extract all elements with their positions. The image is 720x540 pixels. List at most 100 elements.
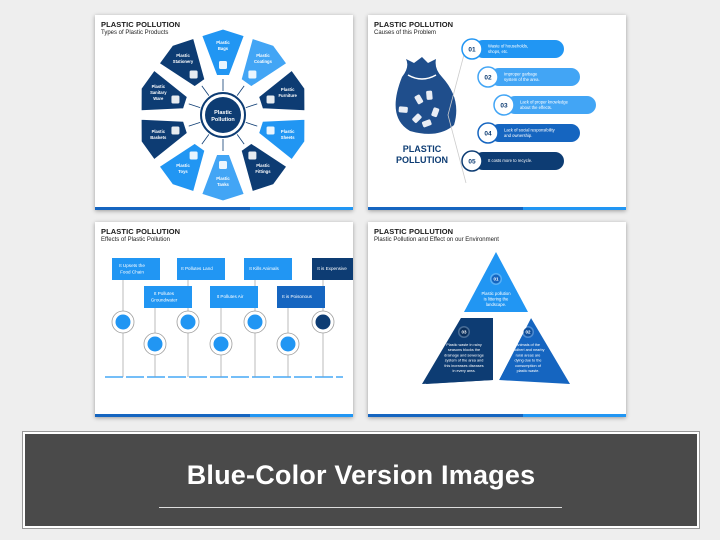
effect-icon xyxy=(115,314,131,330)
slide-footer-bar xyxy=(95,414,353,417)
effect-label: It is Poisonous xyxy=(282,294,313,299)
triangle-text: dying due to the xyxy=(514,359,541,363)
slide-footer-bar xyxy=(95,207,353,210)
effect-label: It is Expensive xyxy=(317,266,347,271)
product-icon xyxy=(171,95,180,104)
banner-underline xyxy=(159,507,562,508)
petal-label: Plastic xyxy=(216,40,230,45)
petal-label: Furniture xyxy=(278,93,297,98)
cause-text: Improper garbage xyxy=(504,72,538,77)
petal-label: Coatings xyxy=(254,59,273,64)
effect-icon xyxy=(147,336,163,352)
cause-number-circle xyxy=(477,66,499,88)
triangle-text: rural areas are xyxy=(516,353,541,357)
petal-label: Plastic xyxy=(152,84,166,89)
connector-line xyxy=(236,134,245,145)
product-icon xyxy=(219,61,227,69)
triangle-text: system of the area and xyxy=(445,359,484,363)
effect-icon xyxy=(247,314,263,330)
triangle-text: seasons blocks the xyxy=(448,348,480,352)
petal-label: Plastic xyxy=(152,129,166,134)
cause-pill xyxy=(506,96,596,114)
effect-label: It Upsets the xyxy=(119,263,145,268)
center-circle xyxy=(205,97,241,133)
cause-text: Lack of proper knowledge xyxy=(520,100,569,105)
product-icon xyxy=(189,151,198,160)
number-badge xyxy=(459,327,469,337)
triangle-text: this increases diseases xyxy=(444,364,483,368)
cause-text: shops, etc. xyxy=(488,49,508,54)
petal-label: Baskets xyxy=(150,135,167,140)
slide-types-of-plastic-products[interactable]: PLASTIC POLLUTION Types of Plastic Produ… xyxy=(95,15,353,210)
petal-label: Stationery xyxy=(173,59,194,64)
slide-effects-of-plastic-pollution[interactable]: PLASTIC POLLUTION Effects of Plastic Pol… xyxy=(95,222,353,417)
cause-text: It costs more to recycle. xyxy=(488,158,532,163)
cause-pill xyxy=(490,124,580,142)
bottle-icon xyxy=(414,94,424,105)
effect-label: Groundwater xyxy=(151,298,178,303)
connector-line xyxy=(188,103,201,108)
triangle-text: Animals of the xyxy=(516,343,540,347)
cause-text: Lack of social responsibility xyxy=(504,128,556,133)
connector-line xyxy=(201,85,210,96)
petal-label: Plastic xyxy=(256,163,270,168)
petal-label: Bags xyxy=(218,46,229,51)
petal-label: Tanks xyxy=(217,182,229,187)
triangle-text: Plastic pollution xyxy=(481,291,511,296)
center-label: Pollution xyxy=(211,117,235,123)
connector-line xyxy=(236,85,245,96)
product-icon xyxy=(189,70,198,79)
bottle-icon xyxy=(412,113,422,123)
slide-subtitle: Effects of Plastic Pollution xyxy=(101,237,170,243)
product-icon xyxy=(266,126,275,135)
effect-box-upper xyxy=(177,258,225,280)
triangle-text: drainage and sewerage xyxy=(444,353,484,357)
petal-6 xyxy=(201,154,245,202)
effect-icon xyxy=(315,314,331,330)
petal-label: Plastic xyxy=(176,53,190,58)
triangle-text: plastic waste. xyxy=(517,369,540,373)
bag-label: PLASTIC xyxy=(403,144,442,154)
cause-number-circle xyxy=(477,122,499,144)
version-banner: Blue-Color Version Images xyxy=(22,431,700,529)
petal-label: Toys xyxy=(178,169,188,174)
connector-line xyxy=(245,122,258,127)
product-icon xyxy=(266,95,275,104)
number-badge-text: 03 xyxy=(461,330,467,335)
cause-number: 05 xyxy=(468,159,476,166)
cause-number: 03 xyxy=(500,103,508,110)
slide-causes-of-problem[interactable]: PLASTIC POLLUTION Causes of this Problem… xyxy=(368,15,626,210)
effect-label: It Pollutes xyxy=(154,291,175,296)
petal-label: Sheets xyxy=(281,135,295,140)
cause-text: Waste of households, xyxy=(488,44,528,49)
cause-number-circle xyxy=(493,94,515,116)
triangle-bottom-left-fill xyxy=(426,318,493,384)
petal-label: Plastic xyxy=(281,87,295,92)
petal-label: Sanitary xyxy=(150,90,167,95)
slide-footer-bar xyxy=(368,414,626,417)
slide-subtitle: Plastic Pollution and Effect on our Envi… xyxy=(374,237,499,243)
slide-footer-bar xyxy=(368,207,626,210)
bottle-icon xyxy=(426,90,433,100)
effect-icon xyxy=(180,314,196,330)
triangle-text: is littering the xyxy=(484,297,509,302)
bottle-icon xyxy=(431,107,440,118)
slide-subtitle: Causes of this Problem xyxy=(374,30,437,36)
slide-title: PLASTIC POLLUTION xyxy=(101,20,181,29)
effect-box-upper xyxy=(244,258,292,280)
effect-icon xyxy=(213,336,229,352)
cause-number: 02 xyxy=(484,75,492,82)
cause-text: and ownership. xyxy=(504,133,532,138)
slide-effect-on-environment[interactable]: PLASTIC POLLUTION Plastic Pollution and … xyxy=(368,222,626,417)
effect-icon xyxy=(280,336,296,352)
effect-label: It Pollutes Air xyxy=(217,294,244,299)
petal-1 xyxy=(201,28,245,76)
cause-pill xyxy=(474,152,564,170)
number-badge-text: 01 xyxy=(493,277,499,282)
slide-title: PLASTIC POLLUTION xyxy=(101,227,181,236)
triangle-text: Bodheri and nearby xyxy=(511,348,544,352)
bag-label: POLLUTION xyxy=(396,155,448,165)
product-icon xyxy=(219,161,227,169)
bag-tie-icon xyxy=(407,74,437,80)
